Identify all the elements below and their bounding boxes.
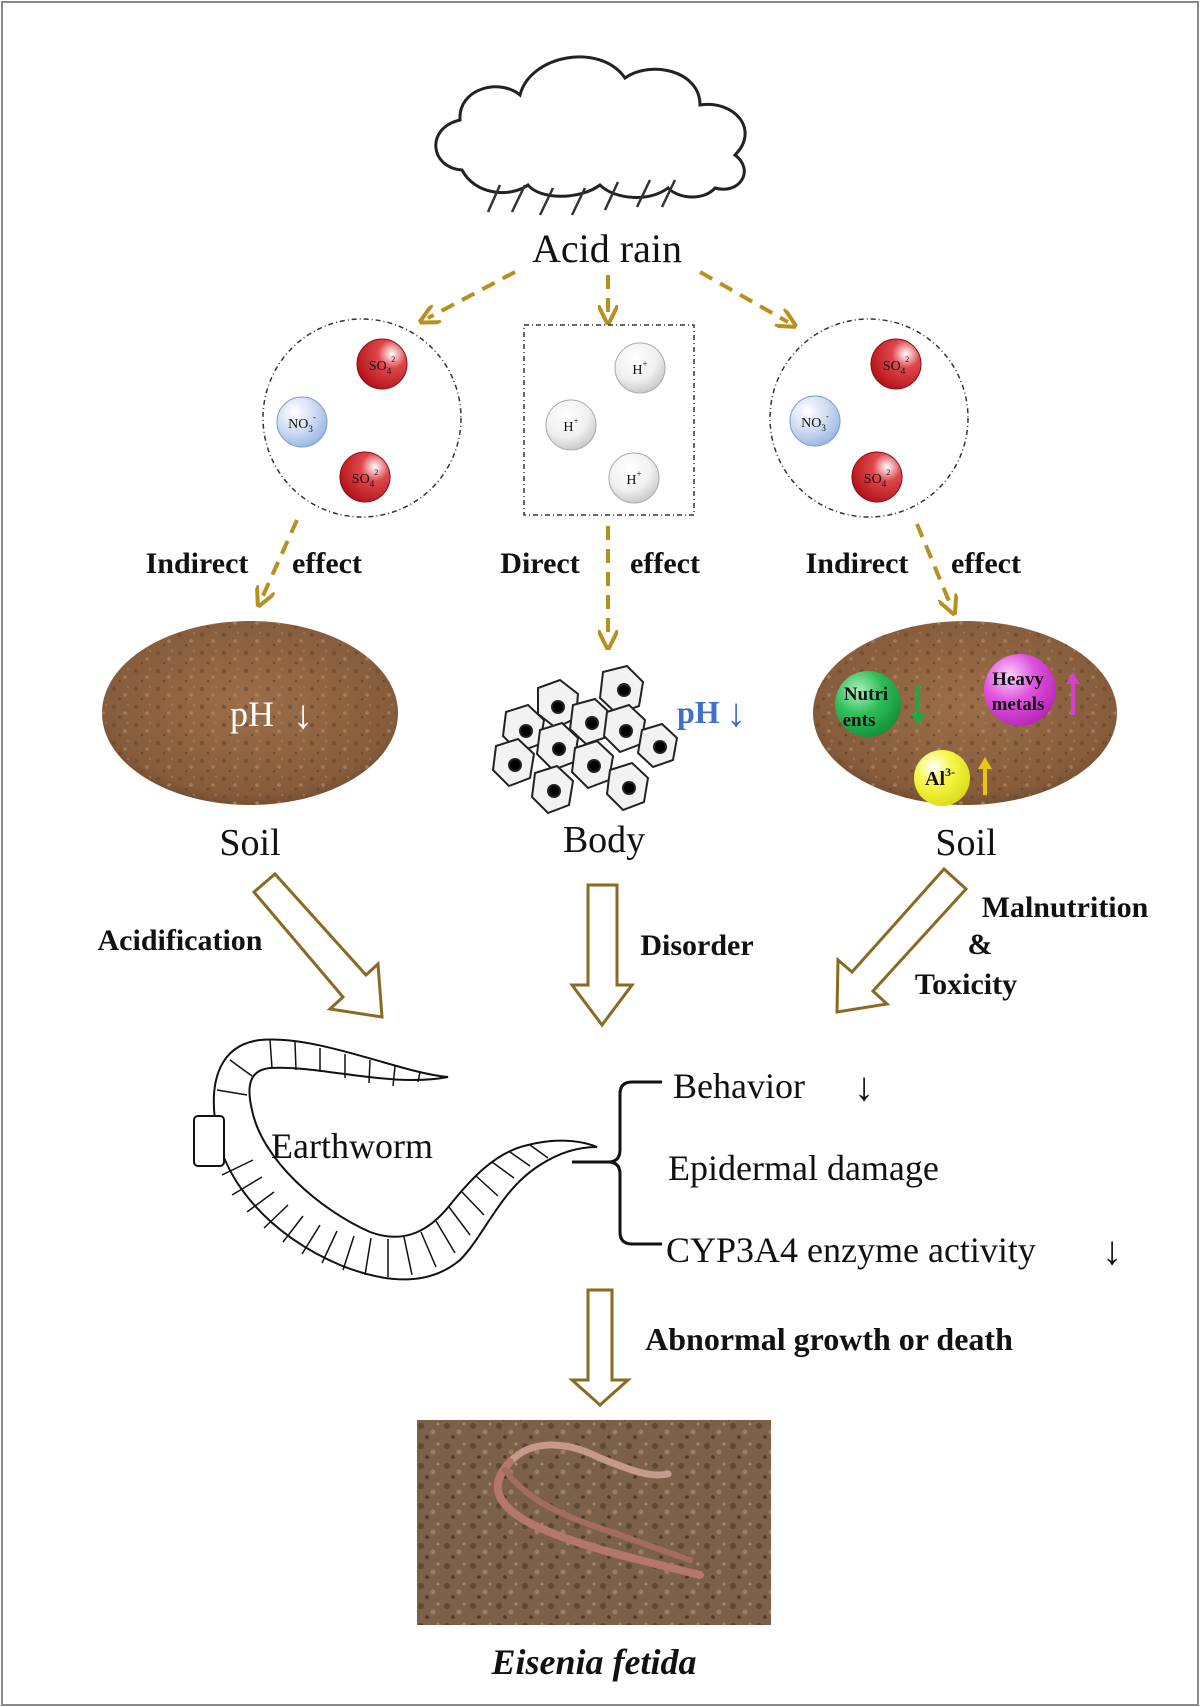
svg-text:metals: metals bbox=[992, 694, 1045, 715]
body-ph-label: pH bbox=[677, 694, 720, 730]
svg-text:H+: H+ bbox=[626, 469, 641, 488]
aluminium-badge: Al3- bbox=[914, 750, 970, 806]
svg-text:SO42: SO42 bbox=[864, 468, 890, 489]
left-soil-ph-label: pH bbox=[230, 694, 274, 734]
svg-text:Nutri: Nutri bbox=[844, 684, 888, 705]
ion-no3: NO3- bbox=[789, 395, 841, 447]
body-cells-icon bbox=[491, 664, 679, 815]
pathway-label-right-line3: Toxicity bbox=[915, 968, 1017, 1001]
down-arrow-icon bbox=[911, 685, 925, 726]
down-arrow-icon: ↓ bbox=[293, 692, 313, 737]
pathway-label-center: Disorder bbox=[640, 929, 753, 962]
rain-icon bbox=[486, 179, 677, 216]
left-soil-image bbox=[102, 621, 398, 805]
svg-text:ents: ents bbox=[843, 710, 876, 731]
brace bbox=[572, 1080, 662, 1246]
ion-so4: SO42 bbox=[851, 451, 903, 503]
ion-so4: SO42 bbox=[870, 338, 922, 390]
dashed-arrows-middle bbox=[262, 519, 951, 640]
right-soil-caption: Soil bbox=[935, 822, 996, 864]
effect-label-right-word1: Indirect bbox=[806, 547, 909, 580]
effect-label-center-word2: effect bbox=[630, 547, 700, 580]
svg-text:Heavy: Heavy bbox=[992, 669, 1044, 690]
svg-text:H+: H+ bbox=[632, 359, 647, 378]
hollow-arrow-right bbox=[835, 866, 969, 1014]
effect-epidermal-damage: Epidermal damage bbox=[668, 1148, 939, 1188]
right-ion-group: SO42 NO3- SO42 bbox=[769, 318, 969, 518]
svg-text:H+: H+ bbox=[563, 416, 578, 435]
title-acid-rain: Acid rain bbox=[532, 226, 682, 271]
down-arrow-icon: ↓ bbox=[1102, 1228, 1122, 1273]
svg-text:SO42: SO42 bbox=[352, 468, 378, 489]
ion-h: H+ bbox=[614, 342, 666, 394]
hollow-arrow-bottom bbox=[568, 1288, 632, 1408]
earthworm-photo bbox=[417, 1420, 771, 1625]
svg-text:SO42: SO42 bbox=[883, 355, 909, 376]
left-soil-caption: Soil bbox=[219, 822, 280, 864]
effect-behavior: Behavior bbox=[673, 1066, 805, 1106]
effect-label-center-word1: Direct bbox=[500, 547, 579, 580]
pathway-label-left: Acidification bbox=[98, 924, 263, 957]
earthworm-label: Earthworm bbox=[271, 1126, 433, 1166]
left-ion-group: SO42 NO3- SO42 bbox=[262, 318, 462, 518]
outcome-label: Abnormal growth or death bbox=[645, 1321, 1013, 1357]
hollow-arrow-center bbox=[569, 883, 635, 1028]
svg-text:NO3-: NO3- bbox=[801, 411, 829, 433]
center-ion-boundary bbox=[523, 324, 695, 516]
svg-text:Al3-: Al3- bbox=[925, 765, 955, 790]
svg-text:NO3-: NO3- bbox=[288, 412, 316, 434]
ion-h: H+ bbox=[545, 399, 597, 451]
ion-so4: SO42 bbox=[339, 451, 391, 503]
pathway-label-right-line1: Malnutrition bbox=[982, 891, 1149, 924]
effect-label-left-word2: effect bbox=[292, 547, 362, 580]
dashed-arrows-top bbox=[428, 270, 788, 322]
heavy-metals-badge: Heavy metals bbox=[984, 654, 1056, 726]
up-arrow-icon bbox=[978, 757, 992, 795]
effect-label-left-word1: Indirect bbox=[146, 547, 249, 580]
earthworm-icon bbox=[193, 1038, 598, 1281]
body-caption: Body bbox=[563, 819, 645, 861]
center-ion-group: H+ H+ H+ bbox=[523, 324, 695, 516]
ion-so4: SO42 bbox=[356, 338, 408, 390]
svg-text:SO42: SO42 bbox=[369, 355, 395, 376]
down-arrow-icon: ↓ bbox=[854, 1064, 874, 1109]
hollow-arrows bbox=[251, 866, 969, 1028]
ion-h: H+ bbox=[608, 452, 660, 504]
hollow-arrow-left bbox=[251, 871, 384, 1019]
effect-label-right-word2: effect bbox=[951, 547, 1021, 580]
ion-no3: NO3- bbox=[276, 396, 328, 448]
up-arrow-icon bbox=[1066, 672, 1080, 715]
species-caption: Eisenia fetida bbox=[491, 1642, 697, 1682]
left-ion-boundary bbox=[262, 318, 462, 518]
nutrients-badge: Nutri ents bbox=[835, 671, 901, 737]
down-arrow-icon: ↓ bbox=[726, 690, 746, 735]
effect-cyp3a4: CYP3A4 enzyme activity bbox=[666, 1230, 1036, 1270]
pathway-label-right-line2: & bbox=[968, 928, 993, 961]
earthworm-clitellum bbox=[193, 1115, 225, 1167]
